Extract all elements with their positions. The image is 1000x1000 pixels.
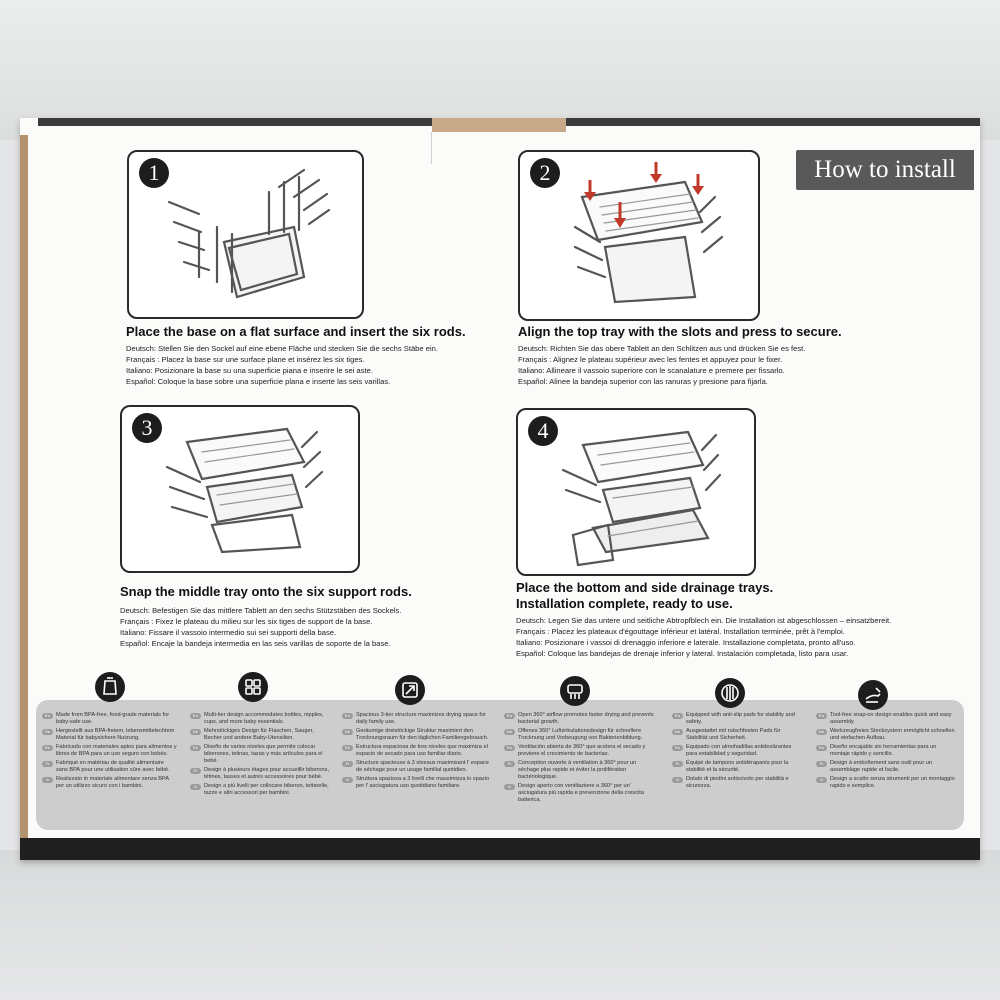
step-3-panel: 3 [120, 405, 360, 573]
box-flap-crease [431, 132, 432, 164]
box-side-edge [20, 135, 28, 845]
step-3-line-fr: Français : Fixez le plateau du milieu su… [120, 617, 373, 626]
step-3-title: Snap the middle tray onto the six suppor… [120, 584, 412, 599]
step-3-line-es: Español: Encaje la bandeja intermedia en… [120, 639, 391, 648]
step-2-illustration [573, 162, 724, 304]
step-4-line-de: Deutsch: Legen Sie das untere und seitli… [516, 616, 892, 625]
step-3-line-de: Deutsch: Befestigen Sie das mittlere Tab… [120, 606, 402, 615]
background-table [0, 850, 1000, 1000]
step-4-panel: 4 [516, 408, 756, 576]
step-4-translations: Deutsch: Legen Sie das untere und seitli… [516, 615, 891, 659]
step-1-line-fr: Français : Placez la base sur une surfac… [126, 355, 365, 364]
step-1-line-de: Deutsch: Stellen Sie den Sockel auf eine… [126, 344, 438, 353]
step-2-panel: 2 [518, 150, 760, 321]
bpa-free-icon [95, 672, 125, 702]
step-4-line-it: Italiano: Posizionare i vassoi di drenag… [516, 638, 856, 647]
step-4-title: Place the bottom and side drainage trays… [516, 580, 774, 611]
step-1-panel: 1 [127, 150, 364, 319]
box-bottom-edge [20, 838, 980, 860]
step-4-line-fr: Français : Placez les plateaux d'égoutta… [516, 627, 845, 636]
step-1-title: Place the base on a flat surface and ins… [126, 324, 466, 339]
step-2-translations: Deutsch: Richten Sie das obere Tablett a… [518, 343, 805, 387]
background-wall [0, 0, 1000, 140]
step-1-line-es: Español: Coloque la base sobre una super… [126, 377, 391, 386]
step-1-line-it: Italiano: Posizionare la base su una sup… [126, 366, 373, 375]
step-3-illustration [165, 427, 324, 554]
step-3-number: 3 [132, 413, 162, 443]
step-2-line-de: Deutsch: Richten Sie das obere Tablett a… [518, 344, 806, 353]
step-2-title: Align the top tray with the slots and pr… [518, 324, 842, 339]
features-bar [36, 700, 964, 830]
how-to-install-heading: How to install [796, 150, 974, 190]
step-2-line-it: Italiano: Allineare il vassoio superiore… [518, 366, 785, 375]
step-2-number: 2 [530, 158, 560, 188]
step-4-line-es: Español: Coloque las bandejas de drenaje… [516, 649, 849, 658]
step-2-line-fr: Français : Alignez le plateau supérieur … [518, 355, 783, 364]
step-2-line-es: Español: Alinee la bandeja superior con … [518, 377, 768, 386]
step-1-number: 1 [139, 158, 169, 188]
step-1-illustration [167, 168, 331, 299]
airflow-icon [560, 676, 590, 706]
box-flap [432, 118, 566, 132]
step-4-number: 4 [528, 416, 558, 446]
step-1-translations: Deutsch: Stellen Sie den Sockel auf eine… [126, 343, 438, 387]
step-3-line-it: Italiano: Fissare il vassoio intermedio … [120, 628, 337, 637]
step-3-translations: Deutsch: Befestigen Sie das mittlere Tab… [120, 605, 401, 649]
step-4-illustration [561, 430, 722, 567]
anti-slip-icon [715, 678, 745, 708]
grid-icon [238, 672, 268, 702]
expand-icon [395, 675, 425, 705]
hand-assembly-icon [858, 680, 888, 710]
